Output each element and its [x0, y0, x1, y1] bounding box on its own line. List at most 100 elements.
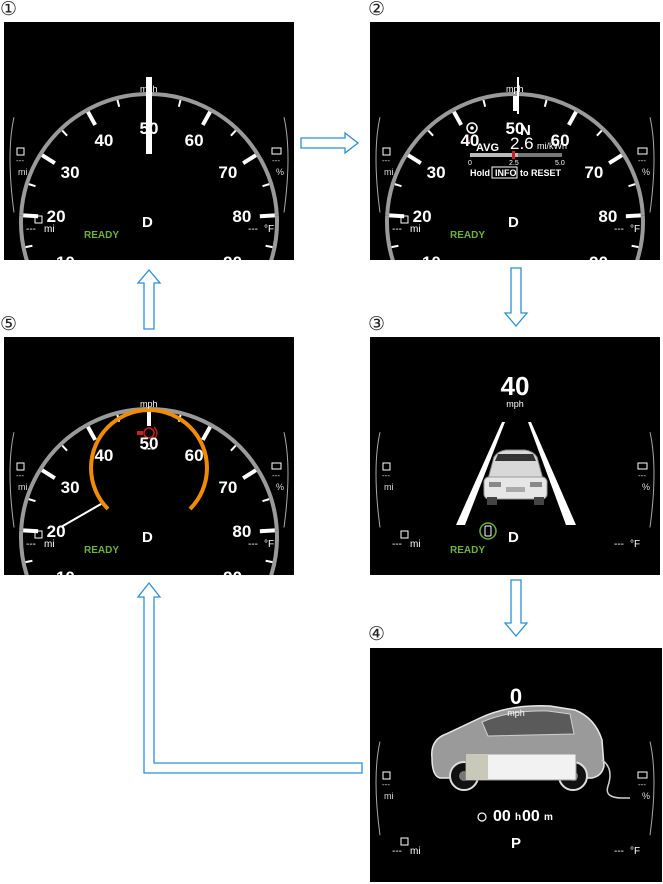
tick-label-10: 10 — [56, 568, 75, 575]
battery-icon — [382, 771, 391, 780]
tick-label-80: 80 — [232, 522, 252, 542]
tick-label-30: 30 — [426, 162, 446, 182]
gauge-arc-segment — [451, 92, 516, 112]
warning-value: --- — [143, 441, 155, 455]
left-gauge-dashes: --- — [16, 156, 24, 165]
temp-value: --- — [614, 846, 624, 857]
right-gauge-arc — [283, 117, 289, 213]
gauge-arc-segment — [19, 215, 29, 260]
gauge-tick-minor — [28, 498, 36, 503]
speed-needle — [146, 77, 152, 154]
gauge-tick-major — [259, 213, 275, 219]
gauge-arc-segment — [255, 153, 279, 216]
speed-unit: mph — [140, 399, 158, 409]
side-gauges — [375, 432, 655, 539]
temp-unit: °F — [264, 224, 275, 235]
tick-label-20: 20 — [46, 522, 66, 542]
gauge-arc-segment — [514, 92, 579, 112]
panel-5-warning: --- 0102030405060708090100mph---mi---%--… — [4, 337, 294, 575]
tick-label-40: 40 — [94, 130, 114, 150]
gauge-tick-minor — [116, 99, 121, 108]
right-gauge-unit: % — [276, 167, 285, 177]
right-gauge-arc — [649, 741, 655, 836]
temp-value: --- — [614, 539, 624, 550]
speed-unit: mph — [140, 84, 158, 94]
speed-unit: mph — [506, 84, 524, 94]
gauge-tick-major — [608, 153, 623, 165]
range-icon — [400, 530, 409, 539]
side-gauges — [375, 741, 655, 846]
tick-label-10: 10 — [56, 253, 75, 260]
charge-icon — [271, 147, 282, 155]
right-gauge-unit: % — [642, 791, 651, 801]
gauge-tick-major — [201, 110, 212, 126]
panel-4-charging: 0 mph 00 h 00 m P ---mi---%---mi---°F — [370, 648, 662, 882]
gauge-tick-major — [201, 425, 212, 441]
gauge-arc-segment — [19, 468, 43, 531]
tick-label-90: 90 — [589, 253, 608, 260]
range-value: --- — [392, 224, 402, 235]
gear-indicator: D — [142, 214, 153, 231]
right-gauge-arc — [649, 432, 655, 528]
tick-label-30: 30 — [60, 477, 80, 497]
gauge-tick-minor — [543, 99, 548, 108]
gauge-tick-major — [567, 110, 578, 126]
charge-icon — [637, 462, 648, 470]
step-number-2: ② — [368, 0, 386, 20]
ready-indicator: READY — [450, 230, 486, 241]
speedometer-gauge — [375, 92, 655, 260]
step-number-1: ① — [0, 0, 18, 20]
range-unit: mi — [410, 846, 421, 857]
efficiency-value: 2.6 — [510, 134, 534, 153]
reset-text: to RESET — [520, 168, 562, 178]
tick-label-60: 60 — [184, 445, 204, 465]
gauge-tick-minor — [230, 444, 237, 452]
tick-label-30: 30 — [60, 162, 80, 182]
tick-label-20: 20 — [412, 207, 432, 227]
gauge-arc-segment — [385, 153, 409, 216]
gauge-tick-major — [625, 213, 641, 219]
gauge-tick-minor — [394, 183, 402, 188]
tick-label-70: 70 — [218, 477, 238, 497]
gauge-tick-major — [407, 153, 422, 165]
left-gauge-unit: mi — [384, 167, 394, 177]
ready-indicator: READY — [84, 230, 120, 241]
gauge-tick-minor — [230, 129, 237, 137]
timer-hours-unit: h — [515, 812, 522, 823]
hold-text: Hold — [470, 168, 490, 178]
charge-icon — [637, 771, 648, 779]
temp-value: --- — [248, 539, 258, 550]
gauge-arc-segment — [210, 423, 260, 471]
right-gauge-unit: % — [276, 482, 285, 492]
charging-car-view — [431, 705, 630, 822]
temp-unit: °F — [630, 224, 641, 235]
gauge-tick-minor — [265, 244, 273, 249]
range-icon — [400, 837, 409, 846]
left-gauge-arc — [375, 432, 381, 528]
tick-label-70: 70 — [218, 162, 238, 182]
gauge-tick-minor — [25, 244, 33, 249]
speed-unit: mph — [506, 399, 524, 409]
right-gauge-dashes: --- — [272, 156, 280, 165]
gauge-arc-segment — [404, 108, 454, 156]
tick-label-60: 60 — [550, 130, 570, 150]
gauge-tick-minor — [391, 244, 399, 249]
arrow-return — [136, 581, 363, 774]
left-gauge-unit: mi — [18, 482, 28, 492]
gauge-arc-segment — [38, 108, 88, 156]
speed-unit: mph — [507, 708, 525, 718]
right-gauge-unit: % — [642, 482, 651, 492]
ready-indicator: READY — [450, 545, 486, 556]
current-speed: 0 — [509, 684, 523, 709]
avg-label: AVG — [476, 142, 500, 154]
gauge-tick-minor — [265, 559, 273, 564]
charge-icon — [271, 462, 282, 470]
tick-label-70: 70 — [584, 162, 604, 182]
right-gauge-unit: % — [642, 167, 651, 177]
gauge-arc-segment — [19, 530, 29, 575]
step-number-3: ③ — [368, 313, 386, 335]
tick-label-90: 90 — [223, 253, 242, 260]
arrow-up-1 — [136, 268, 162, 330]
left-gauge-dashes: --- — [382, 471, 390, 480]
